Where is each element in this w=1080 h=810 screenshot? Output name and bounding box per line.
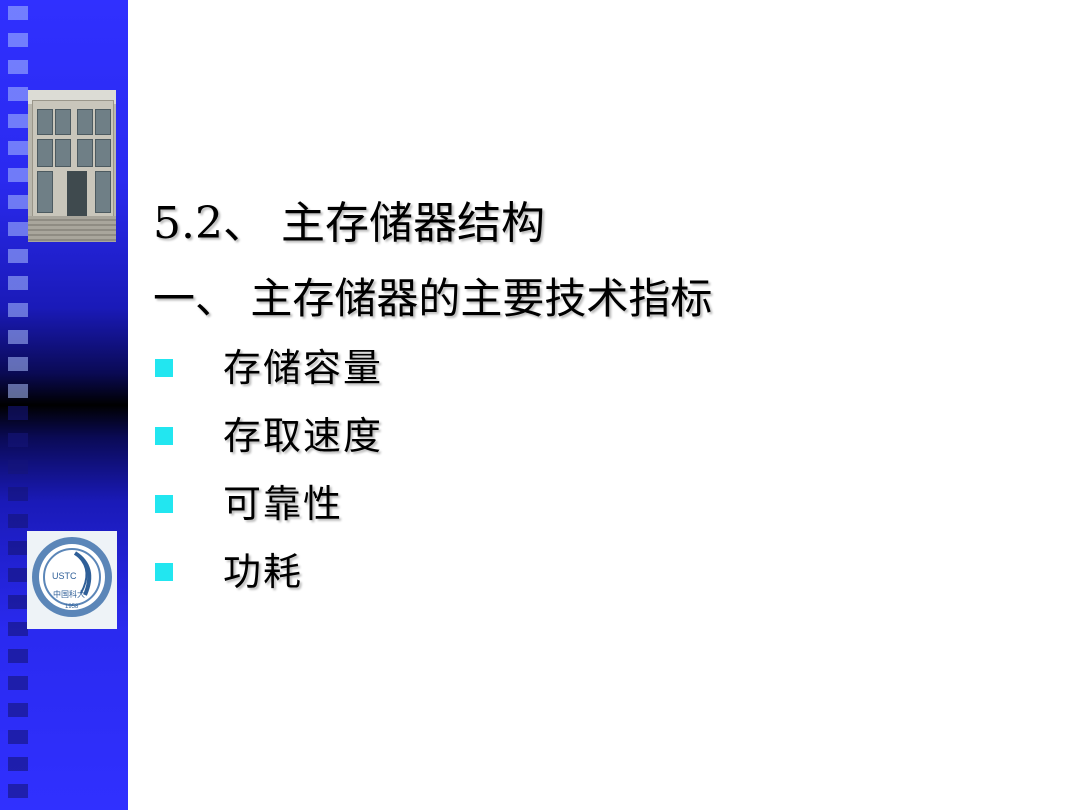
bullet-text: 存储容量	[223, 346, 384, 390]
logo-year: 1958	[65, 604, 79, 610]
bullet-item: 存储容量	[155, 342, 383, 394]
bullet-text: 存取速度	[223, 414, 384, 458]
logo-bottom-text: 中国科大	[53, 589, 85, 599]
decorative-squares-top	[8, 0, 28, 400]
bullet-text: 功耗	[223, 550, 304, 594]
square-bullet-icon	[155, 359, 173, 377]
square-bullet-icon	[155, 495, 173, 513]
university-logo: USTC 中国科大 1958	[27, 531, 117, 629]
building-photo	[28, 90, 116, 242]
bullet-item: 存取速度	[155, 410, 383, 462]
square-bullet-icon	[155, 427, 173, 445]
bullet-item: 功耗	[155, 546, 303, 598]
logo-top-text: USTC	[52, 571, 77, 581]
slide-title: 5.2、 主存储器结构	[153, 198, 545, 249]
bullet-item: 可靠性	[155, 478, 343, 530]
square-bullet-icon	[155, 563, 173, 581]
bullet-text: 可靠性	[223, 482, 344, 526]
slide-subtitle: 一、 主存储器的主要技术指标	[153, 274, 713, 323]
decorative-squares-bottom	[8, 400, 28, 810]
logo-emblem-icon	[32, 537, 112, 617]
